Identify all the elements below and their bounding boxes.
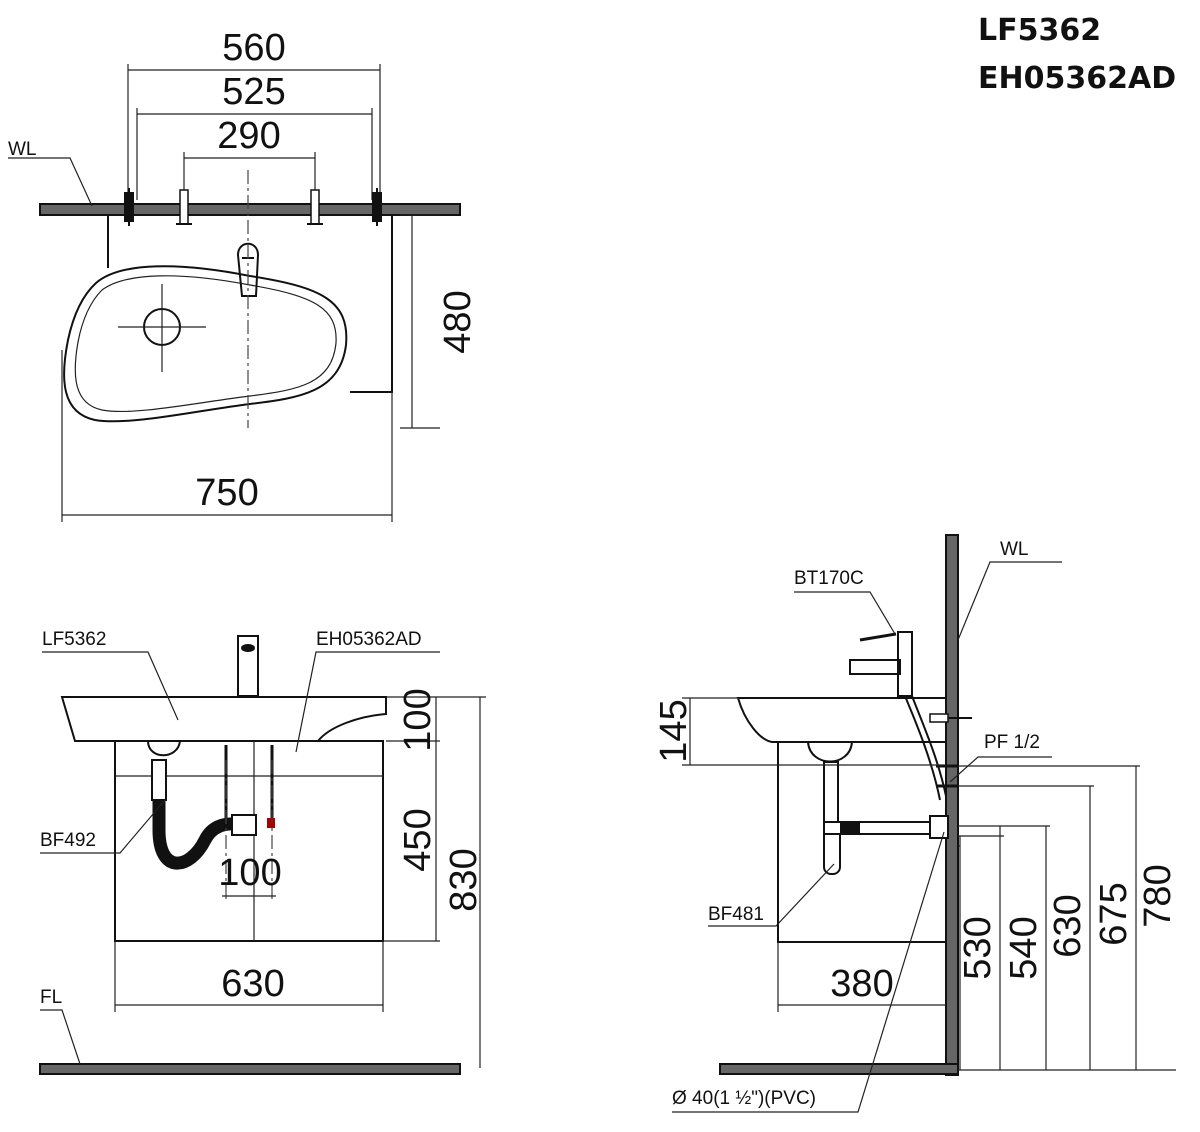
top-view: WL 560 525 290 — [8, 27, 479, 522]
top-wall — [39, 203, 461, 216]
dim-side-380: 380 — [830, 963, 893, 1005]
side-cabinet — [777, 741, 947, 943]
side-view: BT170C WL PF 1/2 BF481 Ø 40(1 ½")(PVC) 1… — [653, 534, 1179, 1113]
faucet-top — [236, 242, 260, 297]
basin-back-right — [350, 215, 393, 393]
top-wall-leader — [8, 157, 93, 207]
model-basin-title: LF5362 — [978, 13, 1101, 48]
dim-front-630: 630 — [221, 963, 284, 1005]
dim-front-450: 450 — [397, 808, 439, 871]
dim-side-675: 675 — [1093, 882, 1135, 945]
dim-side-540: 540 — [1003, 916, 1045, 979]
dim-560: 560 — [222, 27, 285, 69]
side-wall — [945, 534, 959, 1076]
dim-480: 480 — [437, 290, 479, 353]
label-pf-half: PF 1/2 — [984, 732, 1040, 753]
dim-side-530: 530 — [957, 916, 999, 979]
label-bf492: BF492 — [40, 830, 96, 851]
dim-front-100-center: 100 — [218, 852, 281, 894]
dim-290: 290 — [217, 115, 280, 157]
basin-outline — [63, 265, 348, 423]
front-basin — [60, 696, 387, 742]
dim-side-780: 780 — [1137, 864, 1179, 927]
dim-750: 750 — [195, 472, 258, 514]
label-bf481: BF481 — [708, 904, 764, 925]
front-cabinet — [114, 740, 384, 942]
model-cabinet-title: EH05362AD — [978, 61, 1176, 96]
wall-bolts — [124, 188, 382, 226]
label-side-wl: WL — [1000, 539, 1029, 560]
label-lf5362: LF5362 — [42, 629, 106, 650]
label-fl: FL — [40, 987, 62, 1008]
top-wall-label: WL — [8, 139, 37, 160]
label-eh05362ad: EH05362AD — [316, 629, 422, 650]
front-trap — [152, 800, 252, 870]
dim-525: 525 — [222, 71, 285, 113]
label-bt170c: BT170C — [794, 568, 864, 589]
dim-front-830: 830 — [443, 848, 485, 911]
side-floor — [719, 1063, 959, 1075]
floor — [39, 1063, 461, 1075]
dim-side-630: 630 — [1047, 894, 1089, 957]
front-view: 100 LF5362 EH05362AD BF492 100 450 830 6… — [39, 629, 486, 1075]
dim-side-145: 145 — [653, 699, 695, 762]
label-pipe: Ø 40(1 ½")(PVC) — [672, 1088, 816, 1109]
dim-front-100: 100 — [397, 688, 439, 751]
